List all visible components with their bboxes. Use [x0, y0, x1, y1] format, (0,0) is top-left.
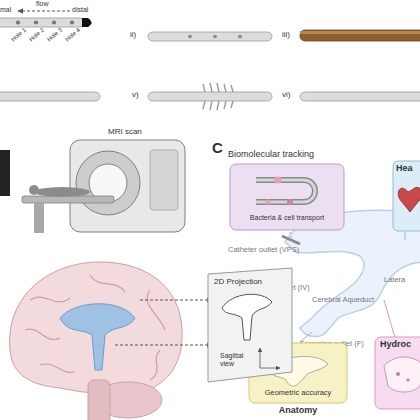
node-shape-part: [393, 161, 420, 231]
label: distal: [72, 6, 88, 14]
catheter-iv-part: [0, 92, 100, 101]
mri-scanner-part: [22, 196, 114, 203]
catheter-iii-part: [300, 31, 420, 34]
label: ii): [130, 31, 136, 40]
catheter-iii: [300, 30, 420, 41]
node-shape-part: [398, 187, 420, 212]
label: Hole 3: [46, 27, 64, 43]
flow-arrow: [18, 11, 70, 12]
label: C: [212, 140, 223, 157]
catheter-i-part: [34, 21, 38, 25]
brain-part: [25, 275, 165, 380]
catheter-i-part: [82, 18, 92, 27]
node-text: Hydroc: [380, 340, 420, 350]
projection-arrows-part: [140, 300, 212, 301]
label: mal: [0, 6, 11, 14]
node-text: Bacteria & cell transport: [230, 214, 344, 222]
catheter-i: [0, 18, 92, 27]
catheter-ii-part: [213, 35, 217, 39]
node-text: Hea: [396, 164, 420, 174]
mri-scanner-part: [70, 140, 185, 232]
brain: [10, 262, 183, 420]
node-text: Geometric accuracy: [248, 389, 348, 397]
node-shape-part: [275, 177, 282, 184]
mri-scanner-part: [76, 151, 140, 215]
catheter-i-part: [0, 18, 84, 27]
label: v): [132, 91, 139, 100]
node-shape-part: [384, 357, 420, 392]
mri-scanner-part: [34, 203, 44, 233]
node-shape-part: [222, 294, 272, 340]
brain-part: [88, 380, 110, 420]
catheter-iv: [0, 92, 100, 101]
mri-scanner-part: [150, 150, 178, 210]
catheter-i-part: [16, 21, 20, 25]
catheter-vi: [300, 92, 420, 101]
node-shape-part: [256, 180, 315, 202]
catheter-iii-part: [300, 30, 420, 41]
label: Latera: [384, 276, 405, 284]
node-shape-part: [287, 199, 293, 205]
catheter-i-part: [70, 21, 74, 25]
hydrocephalus-box: Hydroc: [374, 336, 420, 412]
catheter-ii-part: [238, 35, 242, 39]
label: vi): [282, 91, 290, 100]
projection-sheet: 2D ProjectionSagittal view: [200, 268, 292, 382]
label: Catheter outlet (VPS): [228, 246, 299, 254]
node-shape-part: [375, 337, 420, 409]
health-box: Hea: [392, 160, 420, 232]
leader-lines-part: [384, 300, 395, 338]
tracking-box: Biomolecular trackingBacteria & cell tra…: [228, 150, 346, 232]
catheter-ii: [148, 32, 272, 41]
label: Hole 2: [28, 27, 46, 43]
monitor: [0, 150, 10, 196]
leader-lines-part: [290, 232, 292, 242]
node-text: Sagittal view: [220, 352, 258, 367]
node-text: Biomolecular tracking: [228, 150, 346, 160]
flow-arrow-part: [18, 11, 70, 12]
mri-scanner-part: [29, 185, 39, 195]
label: Cerebral Aqueduct: [312, 296, 374, 304]
label: Hole 4: [64, 27, 82, 43]
catheter-ii-part: [188, 35, 192, 39]
mri-scanner-part: [34, 187, 90, 197]
node-shape-part: [266, 200, 271, 205]
catheter-i-part: [52, 21, 56, 25]
catheter-ii-part: [148, 32, 272, 41]
projection-arrows-part: [115, 345, 212, 346]
projection-arrows: [115, 300, 212, 345]
catheter-v-part: [148, 92, 272, 101]
node-text: Anatomy: [248, 406, 348, 416]
node-shape-part: [208, 268, 292, 382]
node-shape-part: [260, 368, 280, 369]
label: Hole 1: [10, 27, 28, 43]
node-text: 2D Projection: [214, 278, 290, 287]
label: MRI scan: [108, 128, 142, 137]
monitor-part: [0, 150, 10, 196]
catheter-v: [148, 83, 272, 110]
leader-lines-part: [405, 232, 406, 240]
node-shape-part: [260, 348, 261, 368]
label: flow: [36, 0, 48, 8]
node-shape-part: [256, 180, 315, 202]
brain-part: [60, 304, 135, 370]
node-shape-part: [406, 378, 409, 381]
catheter-v-part: [203, 83, 233, 110]
label: iii): [282, 31, 290, 40]
brain-part: [10, 262, 183, 393]
mri-scanner: [22, 140, 185, 233]
node-shape-part: [396, 372, 400, 376]
catheter-vi-part: [300, 92, 420, 101]
node-shape-part: [230, 164, 344, 230]
